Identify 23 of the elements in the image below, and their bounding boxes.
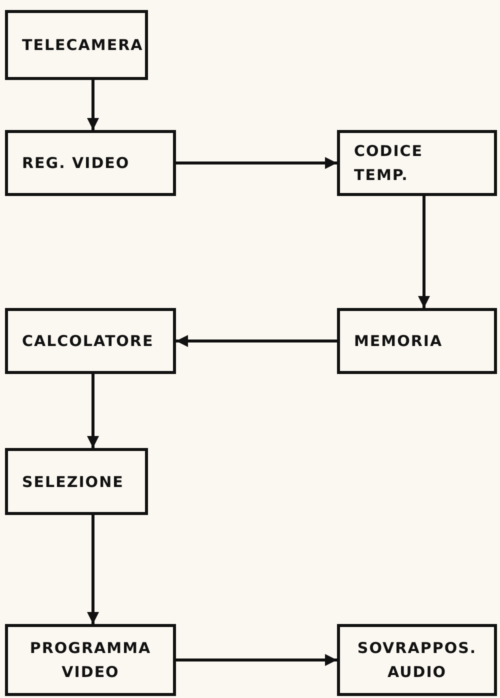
arrow — [87, 80, 99, 130]
process-box — [5, 448, 148, 515]
box-label: PROGRAMMA VIDEO — [28, 638, 152, 683]
box-label: CALCOLATORE — [22, 331, 154, 352]
box-label: REG. VIDEO — [22, 153, 130, 174]
arrow — [418, 196, 430, 308]
box-label: SOVRAPPOS. AUDIO — [356, 638, 478, 683]
process-box — [337, 624, 497, 696]
box-label: TELECAMERA — [22, 35, 144, 56]
process-box — [5, 308, 176, 374]
box-label: MEMORIA — [354, 331, 443, 352]
arrow — [176, 157, 337, 169]
box-label: SELEZIONE — [22, 472, 124, 492]
process-box — [5, 10, 148, 80]
process-box — [5, 624, 176, 696]
process-box — [5, 130, 176, 196]
arrow — [87, 515, 99, 624]
arrow — [87, 374, 99, 448]
box-label: CODICE TEMP. — [354, 141, 424, 186]
arrow — [176, 654, 337, 666]
arrow — [176, 335, 337, 347]
process-box — [337, 308, 497, 374]
process-box — [337, 130, 497, 196]
